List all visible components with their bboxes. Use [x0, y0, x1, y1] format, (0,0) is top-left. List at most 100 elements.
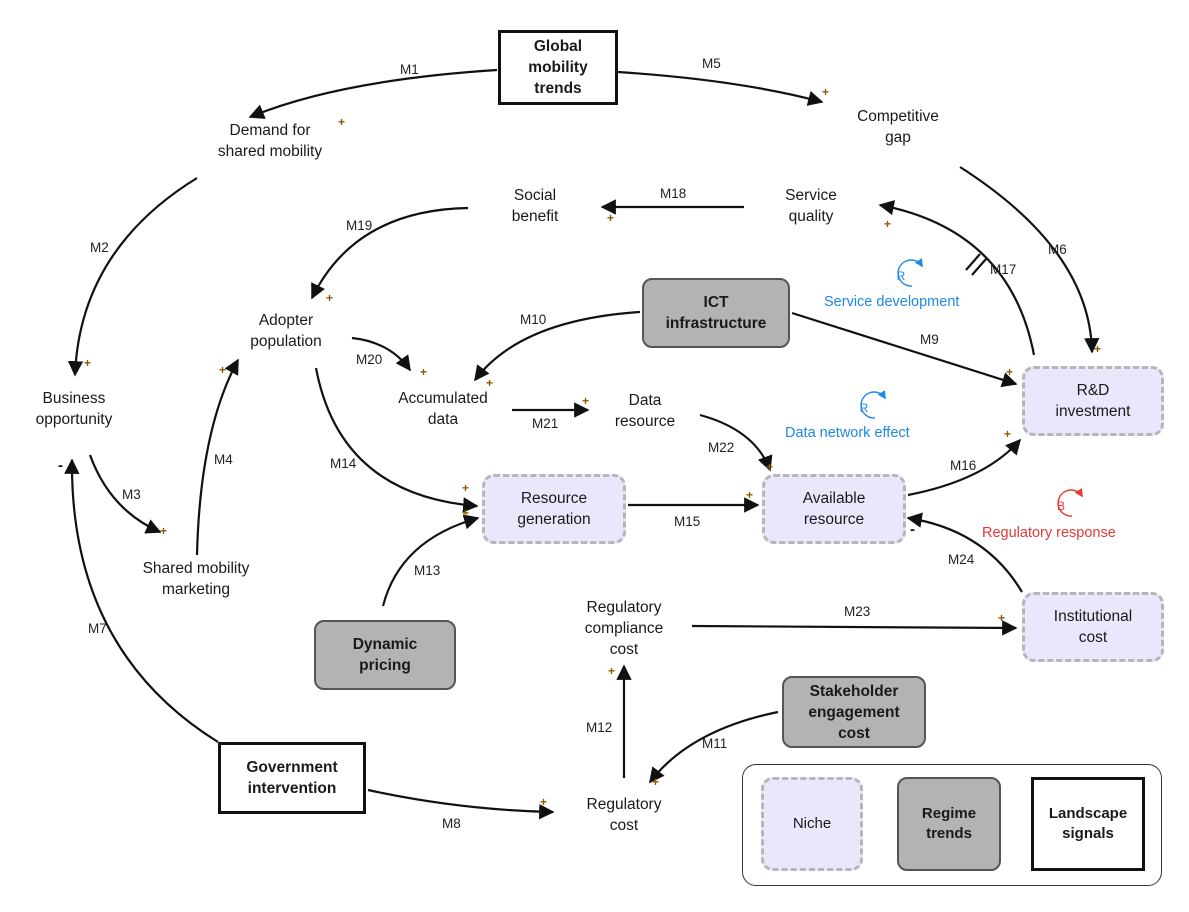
arrow-m6	[959, 166, 1100, 354]
arrow-m3	[88, 454, 162, 534]
polarity-m21: +	[582, 394, 590, 408]
polarity-m14: +	[462, 481, 470, 495]
link-label-m23: M23	[844, 604, 871, 619]
polarity-m3: +	[160, 524, 168, 538]
arrow-m17	[878, 200, 1036, 356]
polarity-m19: +	[326, 291, 334, 305]
link-label-m5: M5	[702, 56, 721, 71]
arrow-m20	[351, 336, 411, 372]
arrow-m16	[907, 438, 1022, 497]
node-social-benefit: Social benefit	[511, 187, 559, 225]
polarity-m11: +	[652, 775, 660, 789]
link-label-m22: M22	[708, 440, 735, 455]
link-label-m2: M2	[90, 240, 109, 255]
polarity-m1: +	[338, 115, 346, 129]
link-label-m21: M21	[532, 416, 559, 431]
node-accumulated-data: Accumulated data	[398, 390, 488, 428]
link-label-m10: M10	[520, 312, 547, 327]
polarity-m5: +	[822, 85, 830, 99]
polarity-m24: -	[910, 521, 915, 538]
loop-letter-regulatory-response: B	[1056, 499, 1065, 513]
polarity-m7: -	[58, 457, 63, 474]
polarity-m22: +	[766, 460, 774, 474]
arrow-m19	[311, 206, 469, 300]
polarity-m16: +	[1004, 427, 1012, 441]
polarity-m10: +	[486, 376, 494, 390]
link-label-m18: M18	[660, 186, 687, 201]
link-label-m6: M6	[1048, 242, 1067, 257]
node-stakeholder-engagement-cost: Stakeholder engagement cost	[782, 676, 926, 748]
loop-icon-data-network-effect	[860, 390, 886, 419]
polarity-m15: +	[746, 488, 754, 502]
node-adopter-population: Adopter population	[250, 312, 322, 350]
link-label-m20: M20	[356, 352, 383, 367]
loop-name-regulatory-response: Regulatory response	[982, 525, 1116, 541]
polarity-m23: +	[998, 611, 1006, 625]
polarity-m2: +	[84, 356, 92, 370]
loop-letter-data-network-effect: R	[859, 401, 869, 415]
arrow-m8	[367, 788, 555, 820]
link-label-m12: M12	[586, 720, 613, 735]
polarity-m9: +	[1006, 365, 1014, 379]
node-rd-investment: R&D investment	[1022, 366, 1164, 436]
node-regulatory-cost: Regulatory cost	[586, 796, 662, 834]
legend-regime-trends: Regime trends	[897, 777, 1001, 871]
arrow-m22	[699, 413, 773, 472]
loop-icon-regulatory-response	[1057, 488, 1083, 517]
node-available-resource: Available resource	[762, 474, 906, 544]
loop-letter-service-development: R	[896, 269, 906, 283]
node-institutional-cost: Institutional cost	[1022, 592, 1164, 662]
polarity-m6: +	[1094, 342, 1102, 356]
loop-icon-service-development	[897, 258, 923, 287]
link-label-m4: M4	[214, 452, 233, 467]
node-data-resource: Data resource	[614, 392, 676, 430]
arrow-m14	[314, 367, 479, 513]
link-label-m14: M14	[330, 456, 357, 471]
node-business-opportunity: Business opportunity	[35, 390, 113, 428]
arrow-m9	[791, 311, 1018, 388]
delay-mark	[965, 253, 987, 276]
link-label-m8: M8	[442, 816, 461, 831]
node-government-intervention: Government intervention	[218, 742, 366, 814]
node-regulatory-compliance-cost: Regulatory compliance cost	[584, 598, 664, 658]
loop-name-data-network-effect: Data network effect	[785, 425, 910, 441]
arrow-m24	[906, 512, 1023, 593]
node-resource-generation: Resource generation	[482, 474, 626, 544]
link-label-m24: M24	[948, 552, 975, 567]
link-label-m17: M17	[990, 262, 1017, 277]
link-label-m1: M1	[400, 62, 419, 77]
arrow-m23	[691, 620, 1018, 636]
legend-landscape-signals: Landscape signals	[1031, 777, 1145, 871]
arrow-m4	[195, 358, 239, 556]
polarity-m17: +	[884, 217, 892, 231]
link-label-m19: M19	[346, 218, 373, 233]
arrow-m5	[617, 70, 824, 106]
link-label-m16: M16	[950, 458, 977, 473]
arrow-m10	[474, 310, 641, 382]
node-competitive-gap: Competitive gap	[857, 108, 939, 146]
node-global-mobility-trends: Global mobility trends	[498, 30, 618, 105]
node-shared-mobility-marketing: Shared mobility marketing	[142, 560, 250, 598]
polarity-m12: +	[608, 664, 616, 678]
legend-niche: Niche	[761, 777, 863, 871]
polarity-m8: +	[540, 795, 548, 809]
arrow-m2	[67, 177, 198, 377]
link-label-m11: M11	[702, 736, 728, 751]
loop-name-service-development: Service development	[824, 294, 960, 310]
legend: Niche Regime trends Landscape signals	[742, 764, 1162, 886]
node-service-quality: Service quality	[785, 187, 837, 225]
link-label-m9: M9	[920, 332, 939, 347]
link-label-m15: M15	[674, 514, 701, 529]
arrow-m13	[381, 514, 480, 607]
node-demand-for-shared-mobility: Demand for shared mobility	[217, 122, 323, 160]
arrow-m7	[64, 458, 219, 743]
polarity-m13: +	[462, 506, 470, 520]
node-ict-infrastructure: ICT infrastructure	[642, 278, 790, 348]
arrow-m1	[248, 68, 498, 119]
polarity-m20: +	[420, 365, 428, 379]
link-label-m13: M13	[414, 563, 441, 578]
polarity-m18: +	[607, 211, 615, 225]
link-label-m7: M7	[88, 621, 107, 636]
